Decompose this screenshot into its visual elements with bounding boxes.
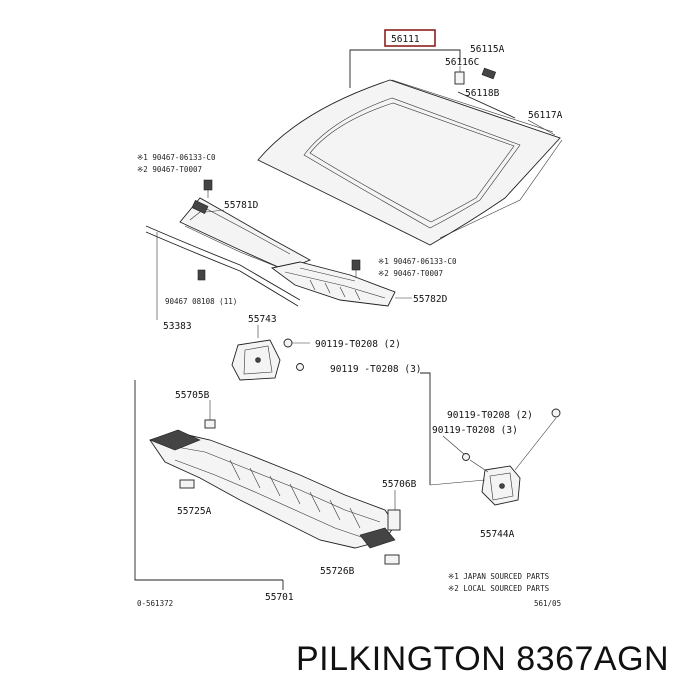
bolt-90119-d [462, 453, 470, 461]
label-56118B: 56118B [465, 88, 500, 99]
bolt-90119-b [296, 363, 304, 371]
label-56111: 56111 [391, 34, 420, 45]
ref-note-1a: ※1 90467-06133-C0 [137, 153, 216, 162]
label-55701: 55701 [265, 592, 294, 603]
screw-clip-left [203, 179, 213, 198]
label-56117A: 56117A [528, 110, 563, 121]
label-90119-d: 90119-T0208 (3) [432, 425, 518, 436]
label-55782D: 55782D [413, 294, 448, 305]
screw-clip-right [351, 259, 361, 278]
bracket-55706B [387, 509, 401, 531]
frame-left [134, 380, 283, 581]
clip-90467 [197, 269, 206, 281]
windshield-glass [257, 79, 563, 246]
label-90467: 90467 08108 (11) [165, 297, 237, 306]
molding-56118B [457, 91, 516, 119]
cowl-louver-55782D [270, 261, 396, 307]
label-90119-c: 90119-T0208 (2) [447, 410, 533, 421]
label-90119-b: 90119 -T0208 (3) [330, 364, 422, 375]
bracket-55744A [469, 417, 557, 506]
pad-55726B [384, 554, 400, 565]
label-55726B: 55726B [320, 566, 355, 577]
ref-note-1b: ※2 90467-T0007 [137, 165, 202, 174]
label-56115A: 56115A [470, 44, 505, 55]
label-55744A: 55744A [480, 529, 515, 540]
ref-note-2b: ※2 90467-T0007 [378, 269, 443, 278]
cowl-louver-55781D [179, 197, 312, 271]
label-53383: 53383 [163, 321, 192, 332]
legend-local: ※2 LOCAL SOURCED PARTS [448, 584, 550, 593]
cowl-bracket-55743 [231, 339, 281, 381]
bolt-90119-c [551, 408, 561, 418]
page-ref: 561/05 [534, 599, 561, 608]
label-55781D: 55781D [224, 200, 259, 211]
label-55706B: 55706B [382, 479, 417, 490]
frame-right [420, 372, 431, 485]
label-55743: 55743 [248, 314, 277, 325]
figure-code: 0-561372 [137, 599, 173, 608]
main-glass-label-box [384, 29, 436, 47]
brand-caption: PILKINGTON 8367AGN [296, 640, 670, 678]
cowl-panel-55701 [149, 429, 396, 549]
label-90119-a: 90119-T0208 (2) [315, 339, 401, 350]
ref-note-2a: ※1 90467-06133-C0 [378, 257, 457, 266]
label-55725A: 55725A [177, 506, 212, 517]
clip-56115A [481, 67, 497, 80]
bolt-90119-a [283, 338, 310, 348]
leader-56111 [349, 49, 461, 88]
legend-japan: ※1 JAPAN SOURCED PARTS [448, 572, 550, 581]
label-55705B: 55705B [175, 390, 210, 401]
clip-56116C [454, 71, 465, 85]
pad-55725A [179, 479, 195, 489]
label-56116C: 56116C [445, 57, 479, 68]
